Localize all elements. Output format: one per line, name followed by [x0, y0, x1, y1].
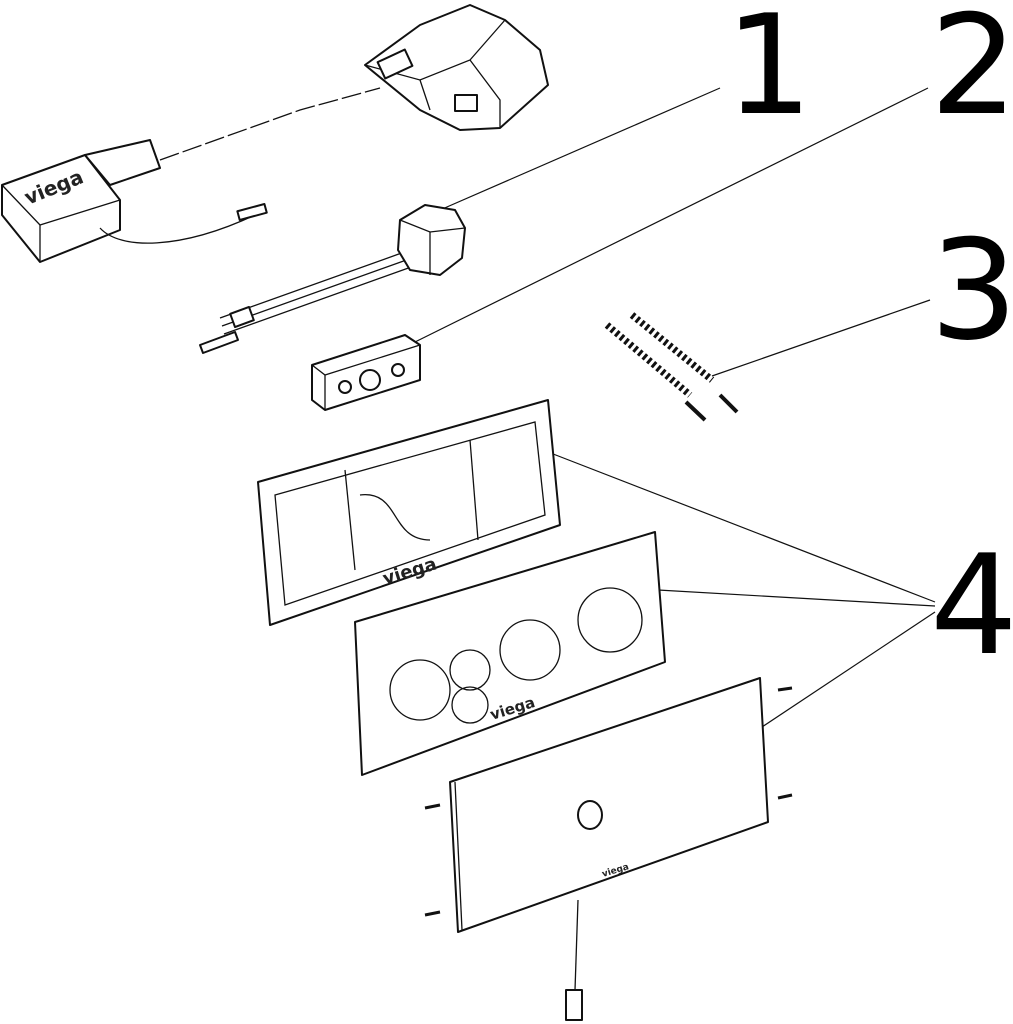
control-box: viega	[1, 87, 381, 263]
flush-mechanism	[364, 4, 549, 131]
gasket-plate: viega	[354, 531, 666, 776]
part-1-module	[199, 204, 466, 354]
mounting-frame: viega	[257, 399, 561, 626]
callout-1: 1	[725, 0, 813, 146]
leader-lines	[414, 87, 936, 736]
callout-3: 3	[930, 210, 1013, 371]
part-2-connector	[311, 334, 421, 411]
part-3-screws	[604, 312, 739, 422]
callout-2: 2	[930, 0, 1013, 146]
callout-4: 4	[930, 525, 1013, 686]
